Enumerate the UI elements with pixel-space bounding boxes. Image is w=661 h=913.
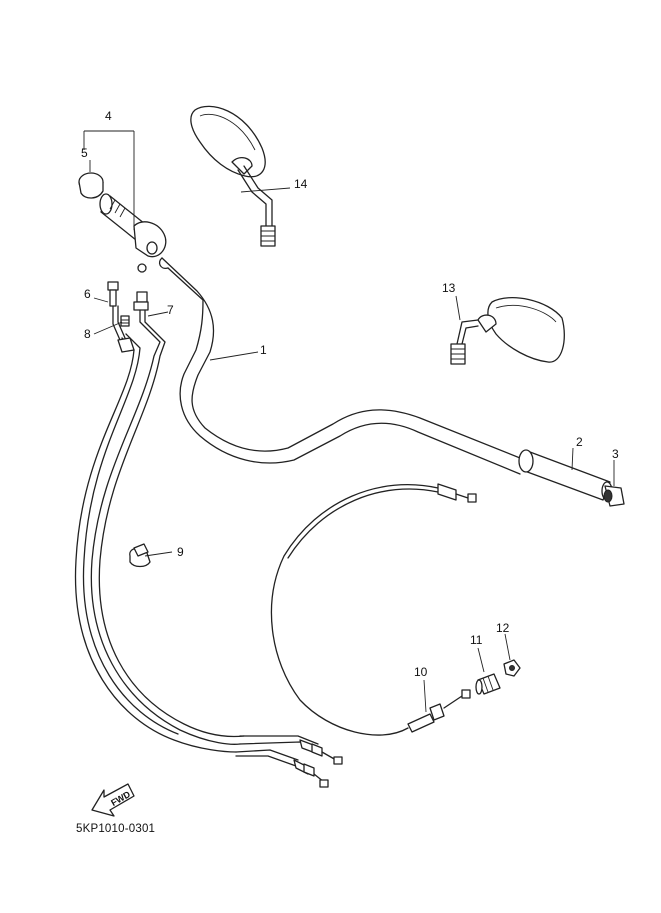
adjuster-bolt [475,673,501,695]
callout-3: 3 [612,447,619,461]
callout-10: 10 [414,665,428,679]
callout-1: 1 [260,343,267,357]
grip [518,449,613,501]
callout-14: 14 [294,177,308,191]
mirror-left [190,105,276,247]
adjuster-8 [120,315,130,327]
callout-9: 9 [177,545,184,559]
adjuster-6 [107,281,126,341]
diagram-code: 5KP1010-0301 [76,823,156,835]
callout-2: 2 [576,435,583,449]
callout-labels: 1 2 3 4 5 6 7 8 9 10 11 12 13 14 [81,109,619,679]
callout-8: 8 [84,327,91,341]
clutch-cable [270,483,477,736]
callout-12: 12 [496,621,510,635]
cable-clamp [129,543,151,568]
throttle-cable [74,291,343,788]
fwd-arrow [91,783,135,817]
leader-lines [83,130,615,713]
callout-5: 5 [81,146,88,160]
callout-6: 6 [84,287,91,301]
bar-end [603,485,625,507]
grip-end-cap [78,172,104,199]
nut [503,659,521,677]
callout-13: 13 [442,281,456,295]
callout-7: 7 [167,303,174,317]
handlebar [158,257,526,475]
callout-4: 4 [105,109,112,123]
mirror-right [450,296,565,365]
callout-11: 11 [470,633,483,647]
throttle-grip-assembly [99,193,167,273]
